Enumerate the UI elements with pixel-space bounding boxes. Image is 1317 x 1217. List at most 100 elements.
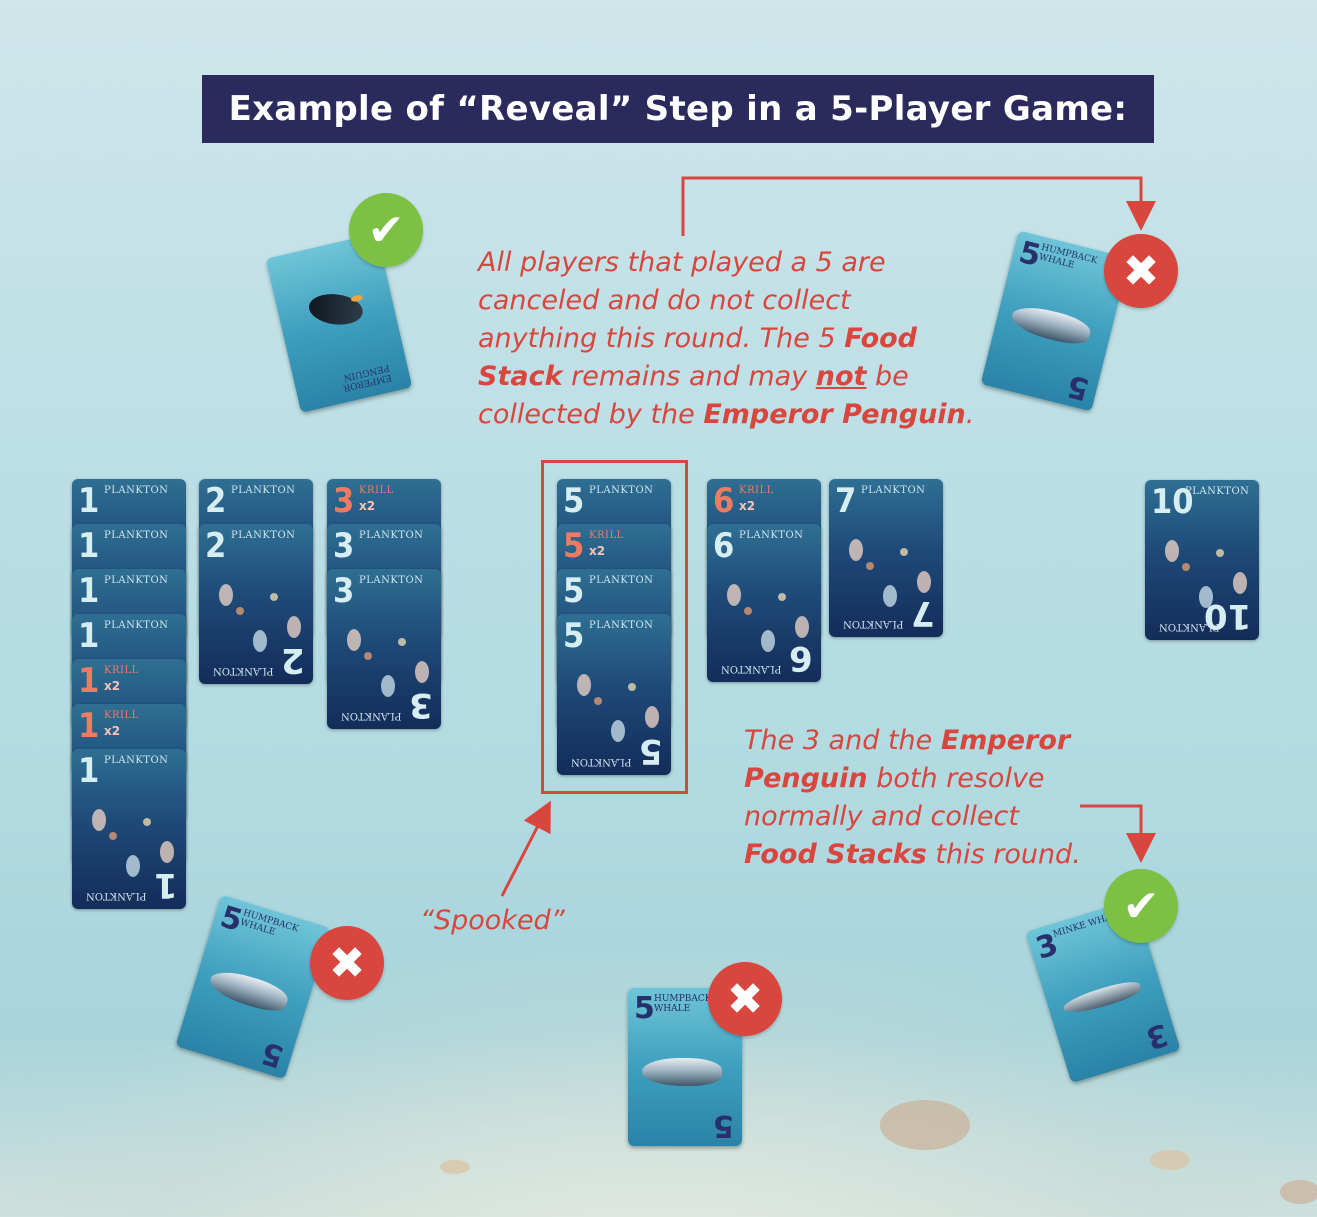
card-label: KRILL	[739, 485, 774, 496]
card-label: PLANKTON	[231, 485, 296, 496]
arrow-to-top-whale	[681, 176, 1156, 236]
resolve-note: The 3 and the Emperor Penguin both resol…	[744, 725, 1081, 870]
plankton-illustration	[849, 539, 863, 561]
card-multiplier: x2	[104, 679, 121, 693]
x-icon: ✖	[310, 926, 384, 1000]
card-number-rotated: 6	[789, 638, 813, 678]
plankton-illustration	[883, 585, 897, 607]
card-label: PLANKTON	[104, 575, 169, 586]
plankton-illustration	[270, 593, 278, 601]
card-label-rotated: PLANKTON	[340, 710, 401, 721]
card-label: KRILL	[589, 530, 624, 541]
card-label: PLANKTON	[359, 575, 424, 586]
card-number: 5	[563, 481, 585, 521]
plankton-illustration	[253, 630, 267, 652]
card-label: PLANKTON	[739, 530, 804, 541]
spooked-highlight-box	[541, 460, 688, 794]
plankton-illustration	[628, 683, 636, 691]
animal-number-rotated: 5	[713, 1108, 734, 1143]
card-number: 1	[78, 571, 100, 611]
seafloor-rock	[1280, 1180, 1317, 1204]
card-label: KRILL	[359, 485, 394, 496]
card-number: 1	[78, 526, 100, 566]
card-label: PLANKTON	[589, 620, 654, 631]
plankton-illustration	[143, 818, 151, 826]
plankton-illustration	[917, 571, 931, 593]
plankton-illustration	[611, 720, 625, 742]
check-icon: ✔	[349, 193, 423, 267]
card-number: 6	[713, 481, 735, 521]
seafloor-rock	[440, 1160, 470, 1174]
plankton-illustration	[347, 629, 361, 651]
card-multiplier: x2	[104, 724, 121, 738]
plankton-illustration	[761, 630, 775, 652]
card-label: PLANKTON	[1185, 486, 1250, 497]
card-number: 1	[78, 661, 100, 701]
card-label: PLANKTON	[589, 485, 654, 496]
card-number: 1	[78, 751, 100, 791]
plankton-illustration	[109, 832, 117, 840]
check-icon: ✔	[1104, 869, 1178, 943]
plankton-illustration	[1199, 586, 1213, 608]
animal-name: HUMPBACK WHALE	[654, 994, 712, 1014]
animal-number-rotated: 5	[257, 1034, 288, 1075]
plankton-illustration	[1233, 572, 1247, 594]
animal-number-rotated: 3	[1141, 1015, 1173, 1056]
plankton-illustration	[1216, 549, 1224, 557]
card-multiplier: x2	[359, 499, 376, 513]
arrow-spooked	[500, 800, 551, 897]
page-title: Example of “Reveal” Step in a 5-Player G…	[202, 75, 1154, 143]
card-label-rotated: PLANKTON	[720, 663, 781, 674]
card-multiplier: x2	[739, 499, 756, 513]
card-number: 2	[205, 526, 227, 566]
card-number-rotated: 5	[639, 731, 663, 771]
plankton-illustration	[577, 674, 591, 696]
whale-illustration	[1008, 301, 1094, 349]
plankton-illustration	[727, 584, 741, 606]
card-label-rotated: PLANKTON	[85, 890, 146, 901]
card-label-rotated: PLANKTON	[1158, 621, 1219, 632]
animal-name: EMPEROR PENGUIN	[342, 361, 393, 393]
card-label: KRILL	[104, 710, 139, 721]
card-number: 3	[333, 571, 355, 611]
card-number: 6	[713, 526, 735, 566]
card-number: 1	[78, 706, 100, 746]
plankton-illustration	[160, 841, 174, 863]
spooked-label: “Spooked”	[420, 905, 565, 936]
plankton-illustration	[778, 593, 786, 601]
card-label: PLANKTON	[231, 530, 296, 541]
card-label-rotated: PLANKTON	[570, 756, 631, 767]
whale-illustration	[1061, 977, 1143, 1018]
plankton-illustration	[866, 562, 874, 570]
card-label: PLANKTON	[104, 755, 169, 766]
plankton-illustration	[1165, 540, 1179, 562]
plankton-illustration	[744, 607, 752, 615]
plankton-illustration	[126, 855, 140, 877]
card-label: PLANKTON	[104, 620, 169, 631]
plankton-illustration	[594, 697, 602, 705]
card-label-rotated: PLANKTON	[212, 665, 273, 676]
card-multiplier: x2	[589, 544, 606, 558]
plankton-illustration	[236, 607, 244, 615]
seafloor-rock	[880, 1100, 970, 1150]
plankton-illustration	[381, 675, 395, 697]
card-number: 5	[563, 616, 585, 656]
whale-illustration	[206, 965, 292, 1016]
card-number: 3	[333, 481, 355, 521]
card-number-rotated: 2	[281, 640, 305, 680]
plankton-illustration	[287, 616, 301, 638]
card-label: PLANKTON	[589, 575, 654, 586]
plankton-illustration	[219, 584, 233, 606]
plankton-illustration	[795, 616, 809, 638]
card-number: 1	[78, 481, 100, 521]
card-number: 5	[563, 526, 585, 566]
plankton-illustration	[645, 706, 659, 728]
card-number: 1	[78, 616, 100, 656]
